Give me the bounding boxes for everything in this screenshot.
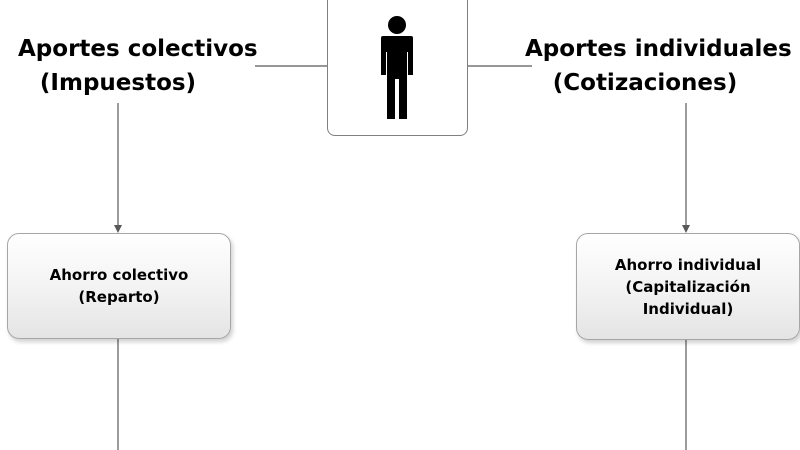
node-individual-savings: Ahorro individual (Capitalización Indivi… — [576, 233, 800, 340]
node-individual-line2: (Capitalización — [625, 277, 751, 296]
node-collective-line1: Ahorro colectivo — [49, 266, 189, 284]
heading-individual-line1: Aportes individuales — [525, 36, 792, 62]
node-individual-line3: Individual) — [642, 299, 734, 318]
node-collective-line2: (Reparto) — [78, 288, 160, 306]
person-box — [327, 0, 468, 136]
node-individual-line1: Ahorro individual — [614, 255, 762, 274]
heading-collective-contributions: Aportes colectivos (Impuestos) — [18, 32, 258, 100]
heading-collective-line2: (Impuestos) — [39, 70, 197, 96]
heading-individual-contributions: Aportes individuales (Cotizaciones) — [525, 32, 792, 100]
heading-individual-line2: (Cotizaciones) — [552, 70, 738, 96]
person-icon — [381, 16, 413, 119]
node-collective-savings: Ahorro colectivo (Reparto) — [7, 233, 231, 339]
heading-collective-line1: Aportes colectivos — [18, 36, 258, 62]
